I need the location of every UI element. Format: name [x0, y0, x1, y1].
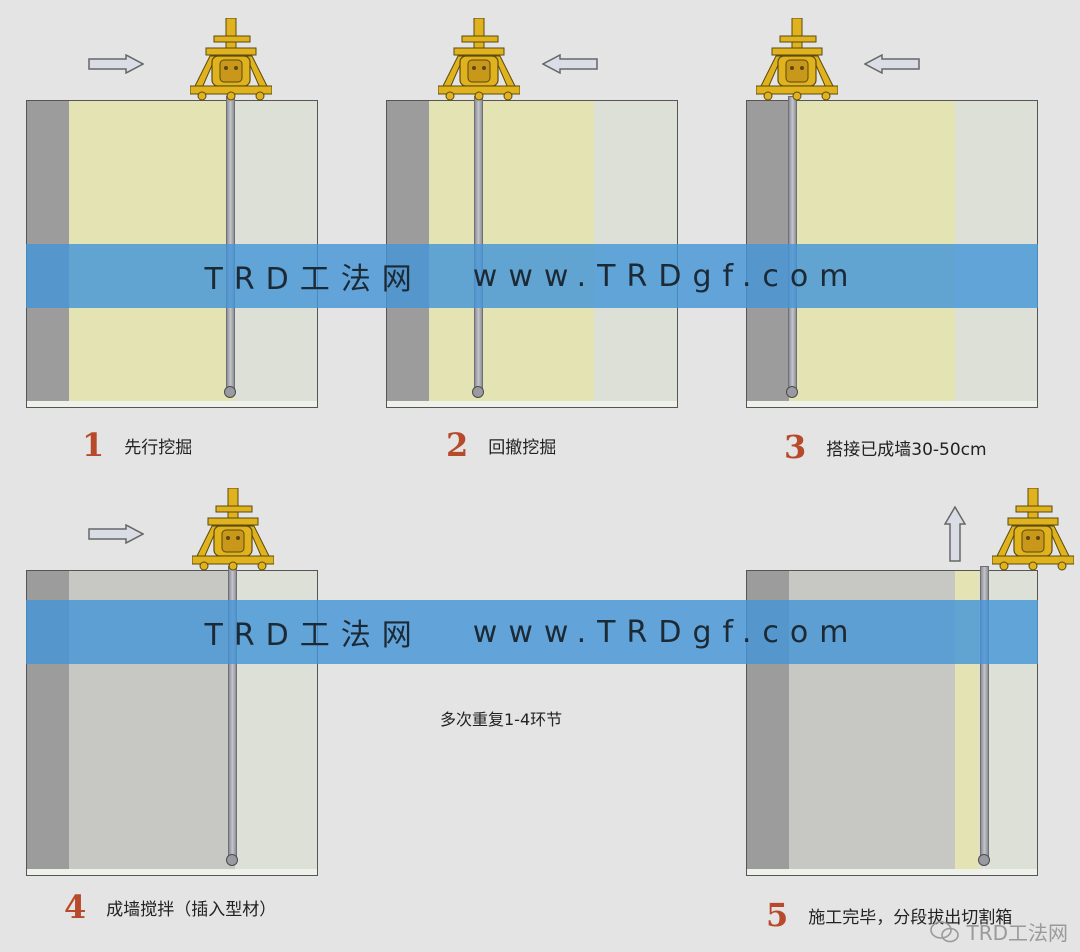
band-site-name: TRD工法网 [204, 618, 423, 653]
trd-machine-icon [190, 18, 272, 101]
watermark-band-middle: TRD工法网 www.TRDgf.com [26, 600, 1038, 664]
left-arrow-icon [864, 54, 920, 74]
trd-machine-icon [992, 488, 1074, 571]
step-label: 成墙搅拌（插入型材） [106, 899, 277, 920]
footer-watermark: TRD工法网 [930, 917, 1068, 946]
band-site-url: www.TRDgf.com [472, 258, 860, 294]
repeat-note: 多次重复1-4环节 [440, 710, 563, 729]
step-number: 4 [64, 888, 87, 926]
watermark-band-top: TRD工法网 www.TRDgf.com [26, 244, 1038, 308]
step-label: 先行挖掘 [124, 437, 193, 458]
step-number: 2 [446, 426, 469, 464]
step4-caption: 4 成墙搅拌（插入型材） [64, 888, 276, 926]
trd-machine-icon [438, 18, 520, 101]
step-number: 1 [82, 426, 105, 464]
step-label: 施工完毕，分段拔出切割箱 [808, 907, 1013, 928]
step2-caption: 2 回撤挖掘 [446, 426, 556, 464]
step-number: 3 [784, 428, 807, 466]
cutter-bit [786, 386, 798, 398]
band-site-name: TRD工法网 [204, 262, 423, 297]
band-site-url: www.TRDgf.com [472, 614, 860, 650]
cutter-bit [978, 854, 990, 866]
left-arrow-icon [542, 54, 598, 74]
cutter-bit [226, 854, 238, 866]
step-number: 5 [766, 896, 789, 934]
right-arrow-icon [88, 524, 144, 544]
wechat-icon [930, 920, 960, 942]
trd-machine-icon [192, 488, 274, 571]
trd-machine-icon [756, 18, 838, 101]
cutter-bit [224, 386, 236, 398]
step5-caption: 5 施工完毕，分段拔出切割箱 [766, 896, 1012, 934]
cutter-bit [472, 386, 484, 398]
step3-caption: 3 搭接已成墙30-50cm [784, 428, 987, 466]
right-arrow-icon [88, 54, 144, 74]
footer-watermark-text: TRD工法网 [966, 921, 1068, 945]
up-arrow-icon [944, 506, 966, 562]
step-label: 搭接已成墙30-50cm [826, 439, 987, 460]
step1-caption: 1 先行挖掘 [82, 426, 192, 464]
step-label: 回撤挖掘 [488, 437, 557, 458]
